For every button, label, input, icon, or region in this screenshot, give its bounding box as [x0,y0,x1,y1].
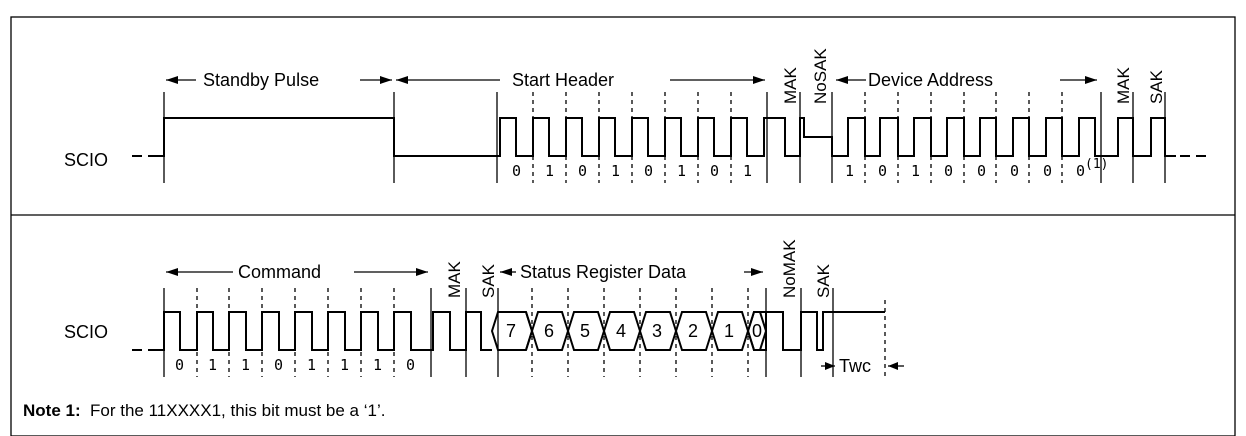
row1-standby-arrow [166,76,392,84]
row1-mak-label: MAK [781,67,800,105]
row2-command-bit: 1 [373,356,382,374]
row2-data-bit: 3 [652,321,662,341]
row2-data-bit-dividers [531,288,886,377]
row1-address-bit: 1 [845,162,854,180]
row2-command-label: Command [238,262,321,282]
row1-waveform [160,117,1176,157]
diagram-frame [10,16,1236,436]
row2-command-bit-dividers [196,288,395,377]
note-label: Note 1: [23,401,81,420]
row1-address-bit: 0 [878,162,887,180]
row1-address-label: Device Address [868,70,993,90]
row1-header-label: Start Header [512,70,614,90]
row2-command-bit: 1 [307,356,316,374]
row2-waveform [158,311,885,351]
row1-address-bit-dividers [864,92,1063,183]
row1-address-bit: 0 [944,162,953,180]
row2-command-bit: 1 [241,356,250,374]
row2-nomak-label: NoMAK [780,239,799,298]
row1-header-arrow [396,76,765,84]
row2-sak-label: SAK [479,263,498,298]
row1-address-bit: 0 [1010,162,1019,180]
row1-header-bit: 0 [512,162,521,180]
row2-data-bit: 7 [506,321,516,341]
row2-data-bit: 6 [544,321,554,341]
row1-header-bit: 0 [578,162,587,180]
row1-header-bit-dividers [532,92,732,183]
row2-data-bit: 0 [752,321,762,341]
row1-header-bit: 1 [611,162,620,180]
row1-header-bit: 1 [743,162,752,180]
row2-signal-label: SCIO [64,322,108,342]
row1-address-bit: 0 [977,162,986,180]
row1-mak2-label: MAK [1114,67,1133,105]
row2-data-bit: 5 [580,321,590,341]
row2-command-bit: 1 [340,356,349,374]
row1-header-bit: 1 [677,162,686,180]
row2-data-bit: 2 [688,321,698,341]
row2-data-bit: 1 [724,321,734,341]
row1-footnote-mark: (1) [1085,157,1108,172]
row2-command-bit: 0 [406,356,415,374]
row2-command-arrow [166,268,428,276]
twc-label: Twc [839,356,871,376]
row2-mak-label: MAK [445,261,464,299]
row1-address-bit: 0 [1076,162,1085,180]
row1-header-bit: 0 [710,162,719,180]
row2-data-bit: 4 [616,321,626,341]
row2-status-arrow [500,268,763,276]
row1-standby-label: Standby Pulse [203,70,319,90]
row2-sak2-label: SAK [814,263,833,298]
row1-header-bit: 0 [644,162,653,180]
row2-status-label: Status Register Data [520,262,687,282]
row1-sak-label: SAK [1147,69,1166,104]
note-text: For the 11XXXX1, this bit must be a ‘1’. [90,401,385,420]
row1-signal-label: SCIO [64,150,108,170]
row1-header-bit: 1 [545,162,554,180]
twc-arrows [821,362,904,370]
row2-command-bit: 1 [208,356,217,374]
row2-command-bit: 0 [274,356,283,374]
row1-nosak-label: NoSAK [811,48,830,104]
row1-address-bit: 1 [911,162,920,180]
row1-address-arrow [836,76,1097,84]
row1-address-bit: 0 [1043,162,1052,180]
row2-command-bit: 0 [175,356,184,374]
